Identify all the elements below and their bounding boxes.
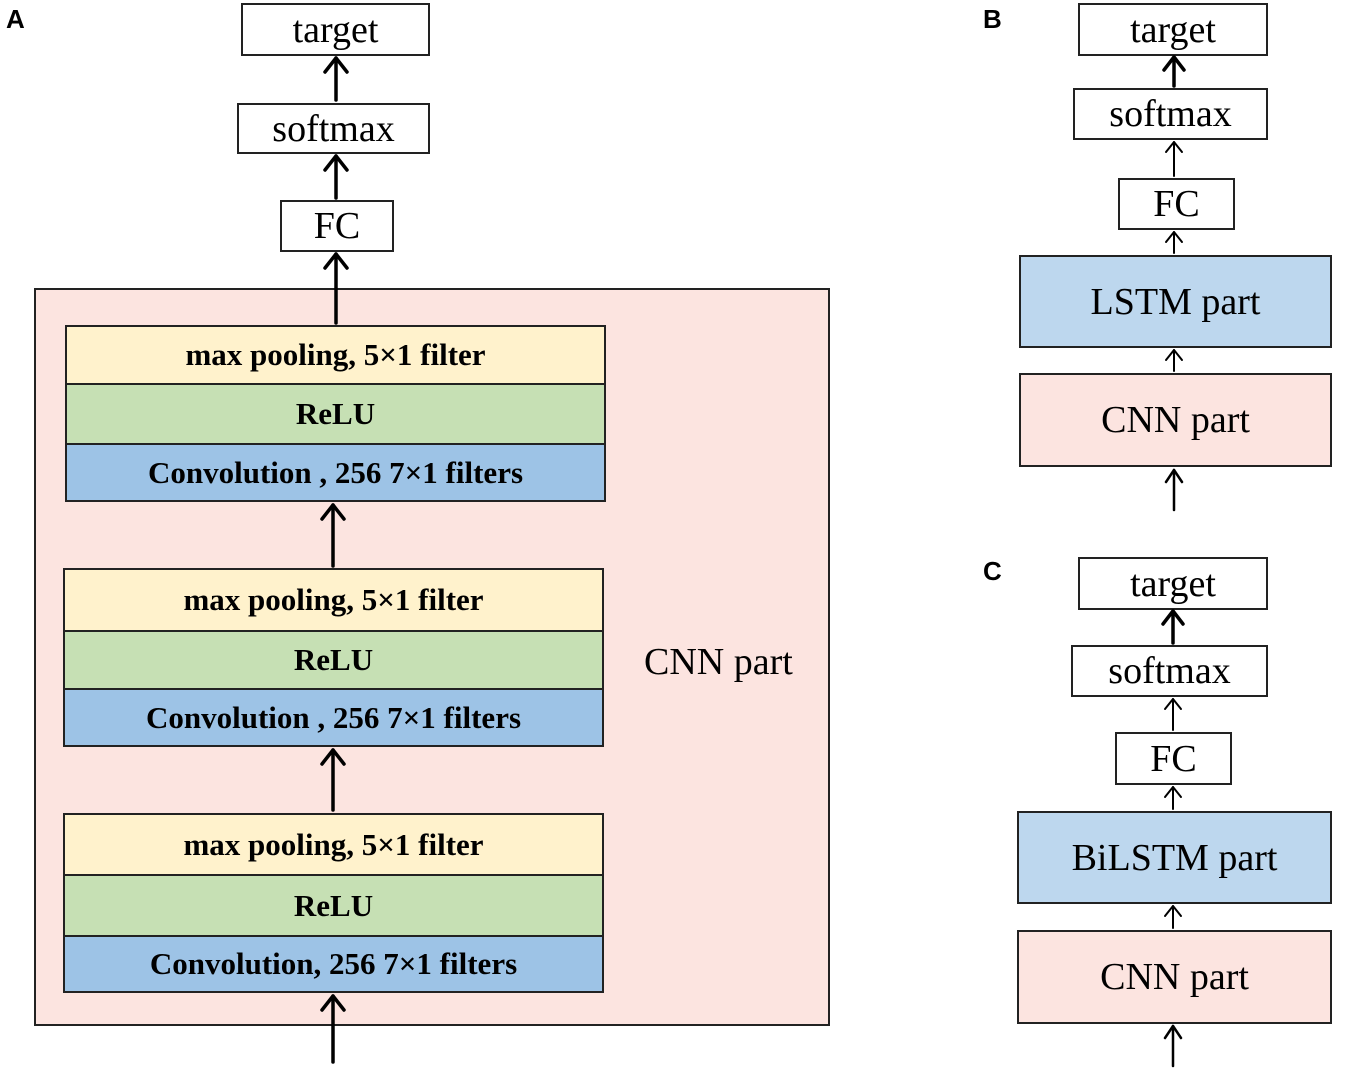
arrow-input-c — [1163, 1024, 1183, 1068]
arrow-bilstm-to-fc-c — [1164, 786, 1182, 810]
arrow-block3-to-block2 — [320, 748, 346, 812]
target-box-c: target — [1078, 557, 1268, 610]
lstm-part-box: LSTM part — [1019, 255, 1332, 348]
cnn-part-box-c: CNN part — [1017, 930, 1332, 1024]
convolution-layer-2: Convolution , 256 7×1 filters — [63, 688, 604, 747]
panel-c-label: C — [983, 556, 1002, 586]
arrow-cnn-to-bilstm-c — [1164, 905, 1182, 929]
arrow-cnn-to-lstm-b — [1165, 349, 1183, 372]
arrow-fc-to-softmax-a — [323, 56, 349, 102]
fc-box-a: FC — [280, 200, 394, 252]
cnn-part-box-b: CNN part — [1019, 373, 1332, 467]
arrow-input-b — [1164, 468, 1184, 512]
arrow-lstm-to-fc-b — [1165, 231, 1183, 254]
fc-box-c: FC — [1115, 732, 1232, 785]
max-pooling-layer-1: max pooling, 5×1 filter — [65, 325, 606, 385]
arrow-fc-to-softmax-c — [1164, 698, 1182, 731]
arrow-fc-to-softmax-b — [1165, 141, 1183, 177]
softmax-box-b: softmax — [1073, 88, 1268, 140]
target-box-b: target — [1078, 3, 1268, 56]
relu-layer-1: ReLU — [65, 383, 606, 445]
convolution-layer-1: Convolution , 256 7×1 filters — [65, 443, 606, 502]
max-pooling-layer-3: max pooling, 5×1 filter — [63, 813, 604, 876]
arrow-block2-to-block1 — [320, 503, 346, 568]
cnn-part-label: CNN part — [644, 641, 793, 683]
max-pooling-layer-2: max pooling, 5×1 filter — [63, 568, 604, 632]
arrow-softmax-to-target-b — [1162, 55, 1186, 88]
arrow-softmax-to-target-c — [1161, 609, 1185, 645]
bilstm-part-box: BiLSTM part — [1017, 811, 1332, 904]
fc-box-b: FC — [1118, 178, 1235, 230]
softmax-box-c: softmax — [1071, 645, 1268, 697]
relu-layer-3: ReLU — [63, 874, 604, 937]
arrow-fc-up-a — [323, 154, 349, 200]
arrow-cnn-to-fc-a — [323, 252, 349, 325]
panel-a-label: A — [6, 4, 25, 34]
target-box-a: target — [241, 3, 430, 56]
arrow-input-a — [320, 994, 346, 1064]
panel-b-label: B — [983, 4, 1002, 34]
convolution-layer-3: Convolution, 256 7×1 filters — [63, 935, 604, 993]
softmax-box-a: softmax — [237, 103, 430, 154]
